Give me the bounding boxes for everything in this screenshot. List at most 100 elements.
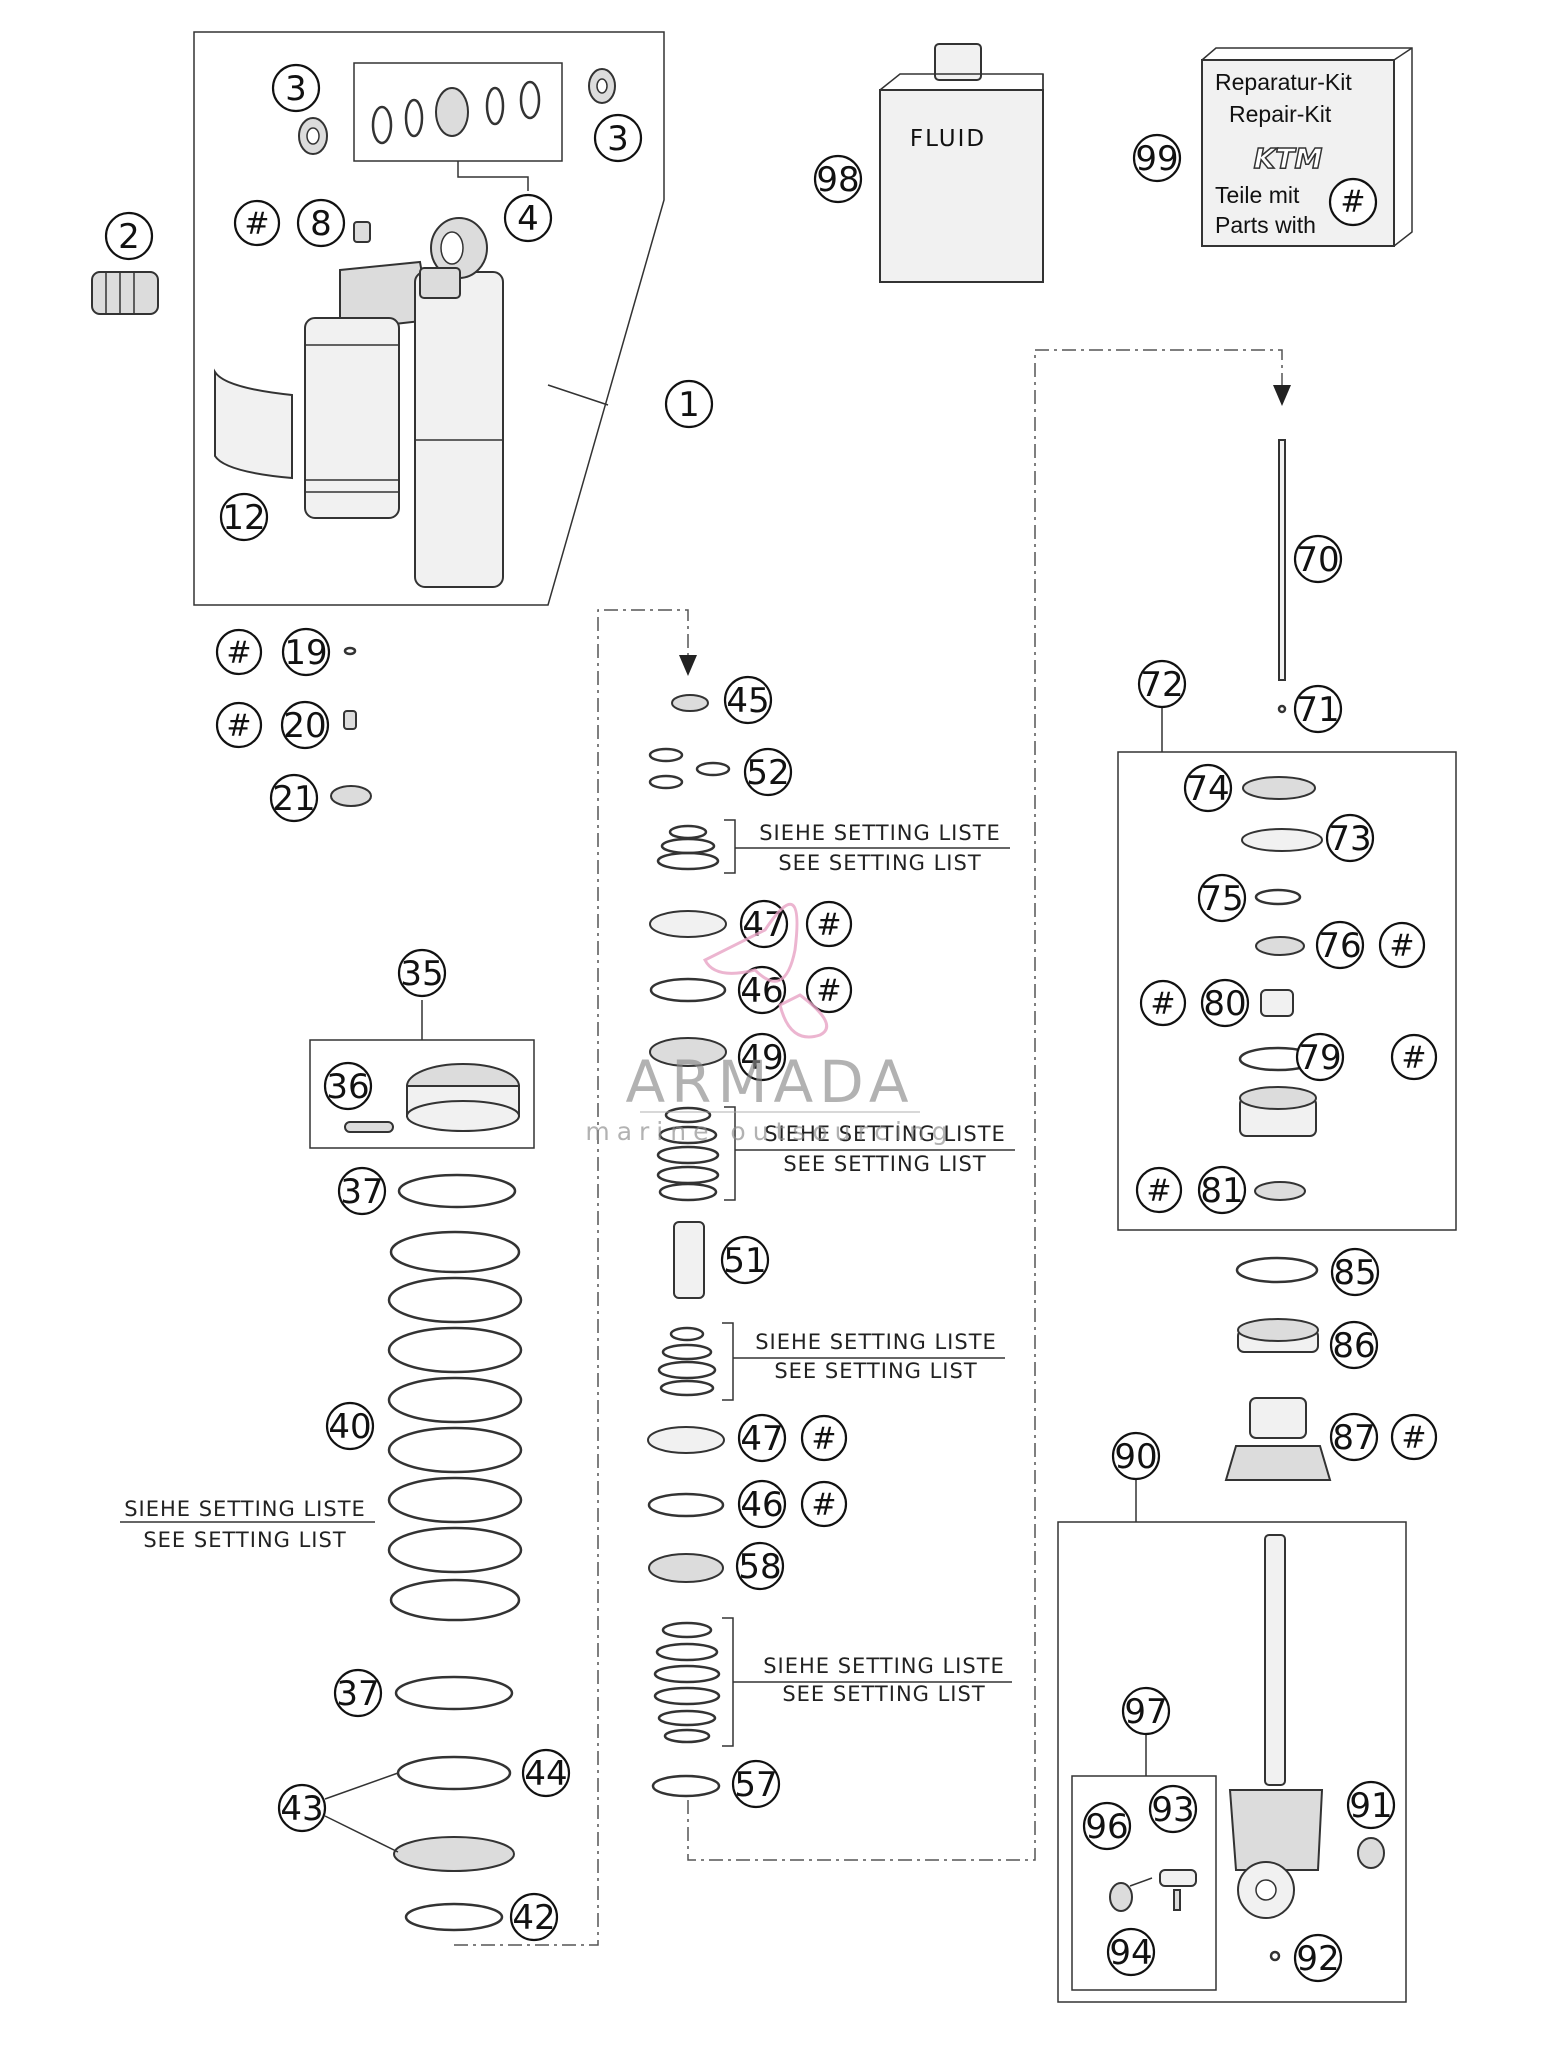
callout-label: 49 — [740, 1038, 783, 1078]
arrow-head-left — [679, 655, 697, 676]
part-85-circlip — [1235, 1256, 1319, 1284]
callout-73: 73 — [1325, 813, 1375, 863]
part-12-sleeve — [214, 368, 293, 480]
hash-label: # — [244, 207, 269, 242]
part-86-cup — [1237, 1318, 1319, 1353]
part-49-piston — [649, 1037, 727, 1067]
callout-label: 72 — [1140, 665, 1183, 705]
hash-label: # — [811, 1422, 836, 1457]
callout-72: 72 — [1137, 659, 1187, 709]
callout-8: 8 — [296, 198, 346, 248]
callout-20: 20 — [280, 700, 330, 750]
repair-kit-hash: # — [1340, 185, 1365, 220]
callout-label: 97 — [1124, 1692, 1167, 1732]
part-57-washer — [651, 1774, 721, 1798]
callout-92: 92 — [1293, 1933, 1343, 1983]
setting-note-1: SIEHE SETTING LISTE SEE SETTING LIST — [759, 821, 1001, 875]
callout-label: 79 — [1298, 1038, 1341, 1078]
callout-19: 19 — [281, 627, 331, 677]
callout-label: 1 — [678, 385, 700, 425]
callout-94: 94 — [1106, 1927, 1156, 1977]
callout-label: 40 — [328, 1407, 371, 1447]
callout-label: 71 — [1296, 690, 1339, 730]
callout-label: 36 — [326, 1067, 369, 1107]
callout-label: 81 — [1200, 1171, 1243, 1211]
callout-label: 86 — [1332, 1326, 1375, 1366]
part-8-screw — [353, 221, 371, 243]
repair-kit-line-4: Parts with — [1215, 212, 1316, 238]
callout-label: 73 — [1328, 819, 1371, 859]
callout-46: 46 — [737, 1479, 787, 1529]
callout-87: 87 — [1329, 1412, 1379, 1462]
callout-70: 70 — [1293, 534, 1343, 584]
callout-label: 3 — [607, 119, 629, 159]
callout-12: 12 — [219, 492, 269, 542]
callout-45: 45 — [723, 675, 773, 725]
callout-43: 43 — [277, 1783, 327, 1833]
callout-40: 40 — [325, 1401, 375, 1451]
callout-label: 51 — [723, 1241, 766, 1281]
callout-label: 57 — [734, 1765, 777, 1805]
callout-label: 99 — [1135, 139, 1178, 179]
callout-37: 37 — [337, 1166, 387, 1216]
hash-marker: # — [805, 966, 853, 1014]
callout-47: 47 — [737, 1413, 787, 1463]
callout-36: 36 — [323, 1061, 373, 1111]
part-94-pin — [1173, 1889, 1181, 1911]
callout-label: 96 — [1085, 1807, 1128, 1847]
part-19-ball — [343, 646, 357, 656]
hash-marker: # — [805, 900, 853, 948]
hash-label: # — [1389, 929, 1414, 964]
part-51-valve-body — [673, 1221, 705, 1299]
callout-1: 1 — [664, 379, 714, 429]
part-46-oring-lower — [647, 1492, 725, 1518]
callout-51: 51 — [720, 1235, 770, 1285]
part-1-shock-absorber — [304, 217, 504, 588]
part-43-spring-seat — [393, 1836, 515, 1872]
hash-marker: # — [1139, 979, 1187, 1027]
callout-label: 85 — [1333, 1253, 1376, 1293]
callout-label: 43 — [280, 1789, 323, 1829]
shim-stack-1 — [656, 824, 720, 871]
callout-37: 37 — [333, 1668, 383, 1718]
part-96-screw — [1109, 1882, 1133, 1912]
callout-label: 44 — [524, 1754, 567, 1794]
callout-label: 12 — [222, 498, 265, 538]
callout-97: 97 — [1121, 1686, 1171, 1736]
part-91-bushing — [1357, 1837, 1385, 1869]
part-52-washers — [648, 747, 731, 790]
part-20-valve — [343, 710, 357, 730]
hash-marker: # — [233, 199, 281, 247]
callout-42: 42 — [509, 1892, 559, 1942]
hash-label: # — [811, 1488, 836, 1523]
setting-note-1-de: SIEHE SETTING LISTE — [759, 821, 1001, 845]
callout-label: 4 — [517, 199, 539, 239]
hash-marker: # — [1378, 921, 1426, 969]
callout-label: 52 — [746, 753, 789, 793]
callout-label: 20 — [283, 706, 326, 746]
callout-label: 45 — [726, 681, 769, 721]
callout-label: 19 — [284, 633, 327, 673]
ktm-logo: KTM — [1254, 142, 1323, 175]
callout-label: 58 — [738, 1547, 781, 1587]
watermark: ARMADA marine outsourcing — [585, 902, 954, 1146]
callout-label: 75 — [1200, 879, 1243, 919]
watermark-tagline: marine outsourcing — [585, 1117, 954, 1146]
seal-head-frame — [1117, 751, 1457, 1231]
part-99-repair-kit-box: Reparatur-Kit Repair-Kit KTM Teile mit P… — [1201, 47, 1413, 247]
callout-label: 98 — [816, 160, 859, 200]
callout-label: 37 — [336, 1674, 379, 1714]
callout-52: 52 — [743, 747, 793, 797]
hash-marker: # — [800, 1414, 848, 1462]
part-87-bumper — [1224, 1397, 1332, 1481]
part-40-spring — [387, 1230, 523, 1622]
callout-label: 92 — [1296, 1939, 1339, 1979]
callout-4: 4 — [503, 193, 553, 243]
pin-box-frame — [1057, 1521, 1407, 2003]
callout-93: 93 — [1148, 1784, 1198, 1834]
callout-85: 85 — [1330, 1247, 1380, 1297]
setting-note-5-en: SEE SETTING LIST — [143, 1528, 346, 1552]
hash-marker: # — [1135, 1166, 1183, 1214]
bleeder-frame — [1071, 1775, 1217, 1991]
callout-label: 35 — [400, 954, 443, 994]
